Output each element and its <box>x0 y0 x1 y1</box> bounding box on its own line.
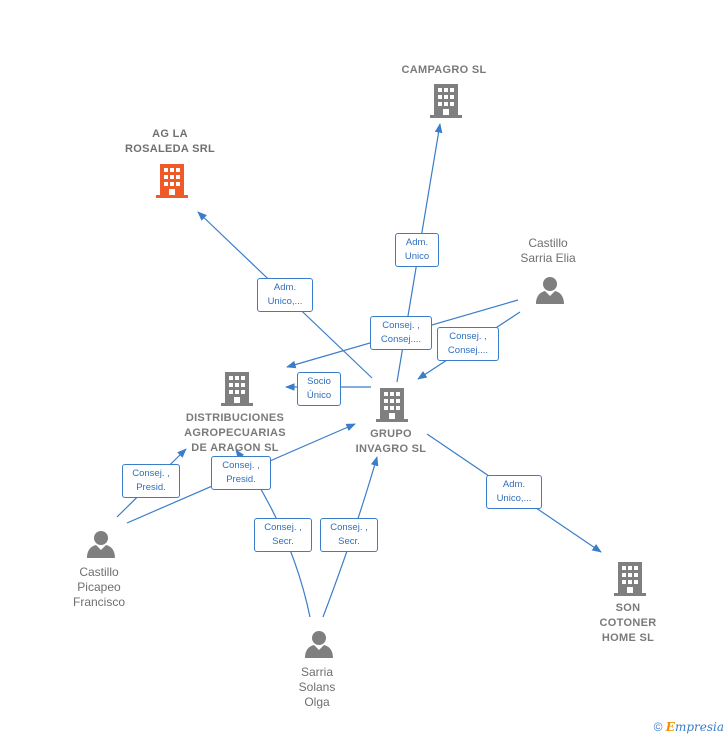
node-label-castillo-picapeo[interactable]: Castillo Picapeo Francisco <box>72 565 126 609</box>
edge-label-castillo-sarria-distribuciones: Consej. , Consej.... <box>370 316 432 350</box>
edge-label-grupo-distribuciones: Socio Único <box>297 372 341 406</box>
node-label-grupo-invagro[interactable]: GRUPO INVAGRO SL <box>355 428 427 455</box>
building-icon-agrosaleda <box>156 164 188 198</box>
node-label-son-cotoner[interactable]: SON COTONER HOME SL <box>599 602 657 644</box>
edge-label-sarria-grupo: Consej. , Secr. <box>320 518 378 552</box>
brand-logo-text: mpresia <box>674 720 724 734</box>
person-icon-castillo-sarria <box>536 277 564 304</box>
building-icon-campagro <box>430 84 462 118</box>
footer-brand[interactable]: © Empresia <box>654 720 724 734</box>
edge-label-grupo-soncotoner: Adm. Unico,... <box>486 475 542 509</box>
person-icon-sarria-solans <box>305 631 333 658</box>
building-icon-distribuciones <box>221 372 253 406</box>
edge-label-picapeo-distribuciones: Consej. , Presid. <box>122 464 180 498</box>
edge-label-grupo-campagro: Adm. Unico <box>395 233 439 267</box>
edge-label-sarria-distribuciones: Consej. , Secr. <box>254 518 312 552</box>
copyright-icon: © <box>653 720 663 734</box>
node-label-sarria-solans[interactable]: Sarria Solans Olga <box>298 665 336 709</box>
edge-label-grupo-agrosaleda: Adm. Unico,... <box>257 278 313 312</box>
edge-label-picapeo-grupo: Consej. , Presid. <box>211 456 271 490</box>
edge-label-castillo-sarria-grupo: Consej. , Consej.... <box>437 327 499 361</box>
node-label-distribuciones[interactable]: DISTRIBUCIONES AGROPECUARIAS DE ARAGON S… <box>184 412 286 454</box>
brand-logo-initial: E <box>665 720 675 734</box>
node-label-campagro[interactable]: CAMPAGRO SL <box>401 64 487 76</box>
person-icon-castillo-picapeo <box>87 531 115 558</box>
node-label-ag-rosaleda[interactable]: AG LA ROSALEDA SRL <box>125 128 215 155</box>
building-icon-grupo-invagro <box>376 388 408 422</box>
node-label-castillo-sarria[interactable]: Castillo Sarria Elia <box>520 236 576 265</box>
building-icon-son-cotoner <box>614 562 646 596</box>
